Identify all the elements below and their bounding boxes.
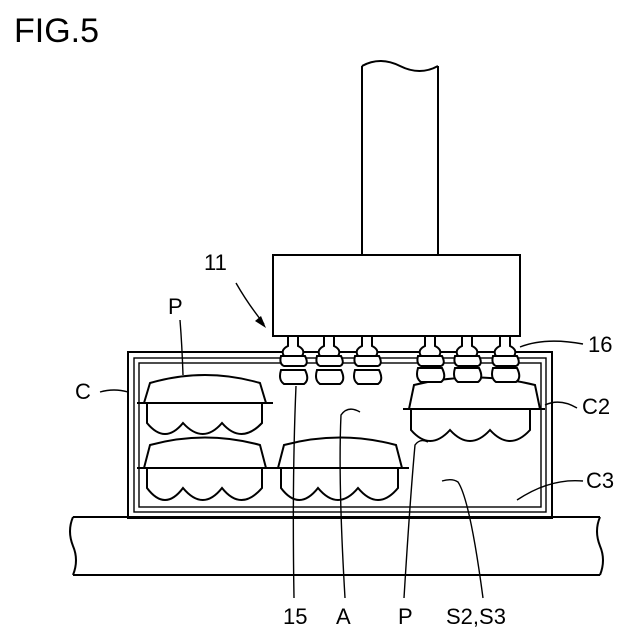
robot-arm-column: [362, 61, 438, 255]
suction-pad: [492, 336, 519, 382]
egg-tray-gripped: [403, 378, 545, 442]
label-ref-A: A: [336, 604, 351, 629]
suction-pad: [454, 336, 481, 382]
label-ref-P-bottom: P: [398, 604, 413, 629]
conveyor-base: [70, 517, 603, 575]
label-ref-15: 15: [283, 604, 307, 629]
suction-pad: [280, 336, 307, 384]
suction-pad: [316, 336, 343, 384]
figure-title: FIG.5: [14, 12, 99, 50]
label-ref-C: C: [75, 379, 91, 404]
label-ref-11: 11: [204, 250, 227, 275]
egg-tray-left-bottom: [137, 438, 273, 501]
label-ref-S2S3: S2,S3: [446, 604, 506, 629]
suction-pad: [354, 336, 381, 384]
suction-pad: [417, 336, 444, 382]
label-ref-C2: C2: [582, 394, 610, 419]
label-ref-C3: C3: [586, 468, 614, 493]
label-ref-16: 16: [588, 332, 612, 357]
label-ref-P-top: P: [168, 294, 183, 319]
gripper-head: [273, 255, 520, 336]
egg-tray-left-top: [137, 375, 273, 434]
